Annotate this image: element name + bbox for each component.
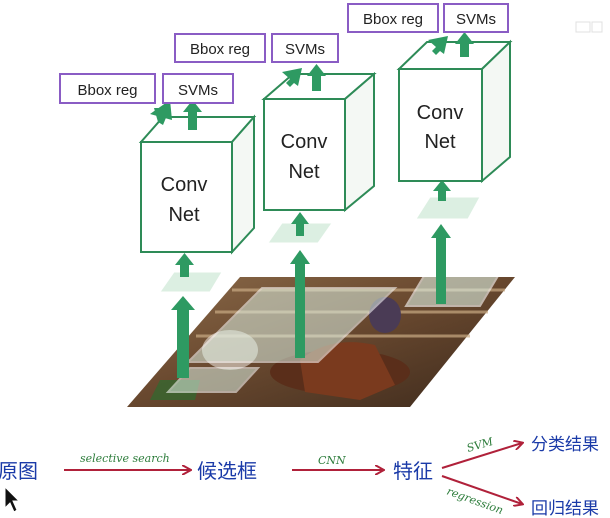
network-3: Conv Net Bbox reg SVMs (347, 3, 513, 304)
cursor-arrow-icon (4, 485, 21, 513)
svms-label: SVMs (456, 11, 496, 28)
bbox-reg-box (347, 3, 439, 33)
arrow-up-icon (433, 180, 451, 201)
svms-box (162, 73, 234, 104)
network-2: Conv Net Bbox reg SVMs (174, 33, 377, 358)
convnet-label: Net (288, 161, 320, 183)
step-regression-result: 回归结果 (531, 499, 599, 518)
arrow-svm (441, 443, 522, 469)
step-features: 特征 (393, 459, 433, 483)
arrow-diag-icon (282, 68, 302, 87)
arrow-up-icon (431, 224, 451, 304)
regression-label: regression (445, 485, 505, 517)
arrow-diag-icon (150, 100, 172, 125)
network-1: Conv Net Bbox reg SVMs (59, 73, 257, 378)
convnet-label: Net (168, 204, 200, 226)
arrow-up-icon (307, 64, 326, 91)
region-proposals (165, 275, 500, 393)
bbox-reg-box (59, 73, 156, 104)
convnet-box-1 (140, 141, 233, 253)
bbox-reg-box (174, 33, 266, 63)
convnet-label: Conv (161, 174, 208, 196)
bbox-reg-label: Bbox reg (77, 82, 137, 99)
arrow-up-icon (291, 212, 309, 236)
warped-patch-3 (415, 196, 481, 220)
warped-patch-1 (159, 271, 223, 293)
convnet-box-3 (398, 68, 483, 182)
arrow-up-icon (171, 296, 195, 378)
pipeline: 原图 selective search 候选框 CNN 特征 SVM regre… (0, 435, 599, 518)
convnet-box-2 (263, 98, 346, 211)
arrow-diag-icon (428, 36, 448, 55)
selective-search-label: selective search (80, 452, 170, 465)
step-classification-result: 分类结果 (531, 435, 599, 455)
bbox-reg-label: Bbox reg (190, 41, 250, 58)
arrow-up-icon (183, 100, 202, 130)
arrow-up-icon (175, 253, 194, 277)
arrow-up-icon (290, 250, 310, 358)
cnn-label: CNN (318, 454, 346, 467)
svms-box (271, 33, 339, 63)
convnet-label: Conv (281, 131, 328, 153)
convnet-label: Net (424, 131, 456, 153)
convnet-label: Conv (417, 102, 464, 124)
bbox-reg-label: Bbox reg (363, 11, 423, 28)
arrow-regression (441, 475, 522, 504)
svms-label: SVMs (178, 82, 218, 99)
arrow-up-icon (455, 32, 474, 57)
step-proposals: 候选框 (197, 459, 257, 483)
step-original-image: 原图 (0, 459, 38, 483)
svms-box (443, 3, 509, 33)
watermark-logo-icon (575, 21, 603, 33)
svms-label: SVMs (285, 41, 325, 58)
